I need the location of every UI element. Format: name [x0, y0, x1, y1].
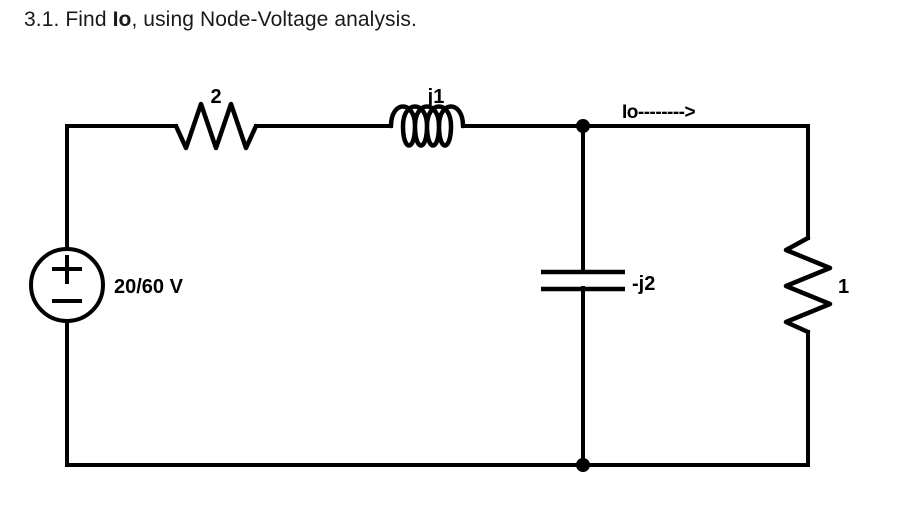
voltage-source-label: 20/60 V [114, 276, 184, 298]
inductor-j1-last-coil [436, 104, 466, 129]
capacitor-negative-j2: -j2 [541, 269, 655, 295]
voltage-source-circle [29, 247, 105, 323]
current-io-label: Io--------> [622, 102, 696, 123]
page-title: 3.1. Find Io, using Node-Voltage analysi… [24, 8, 417, 32]
resistor-1-zigzag [783, 235, 833, 335]
voltage-source: 20/60 V [29, 247, 184, 323]
node-dot-top [576, 119, 590, 133]
title-suffix: , using Node-Voltage analysis. [131, 8, 417, 31]
title-prefix: 3.1. Find [24, 8, 113, 31]
inductor-j1: j1 [388, 86, 491, 148]
resistor-1-label: 1 [838, 276, 849, 298]
resistor-2: 2 [173, 86, 259, 151]
capacitor-label: -j2 [632, 273, 655, 295]
node-dot-bottom [576, 458, 590, 472]
title-current-symbol: Io [112, 8, 132, 31]
resistor-2-zigzag [173, 101, 259, 151]
resistor-1: 1 [783, 235, 849, 335]
resistor-2-label: 2 [210, 86, 221, 108]
inductor-j1-label: j1 [427, 86, 445, 108]
